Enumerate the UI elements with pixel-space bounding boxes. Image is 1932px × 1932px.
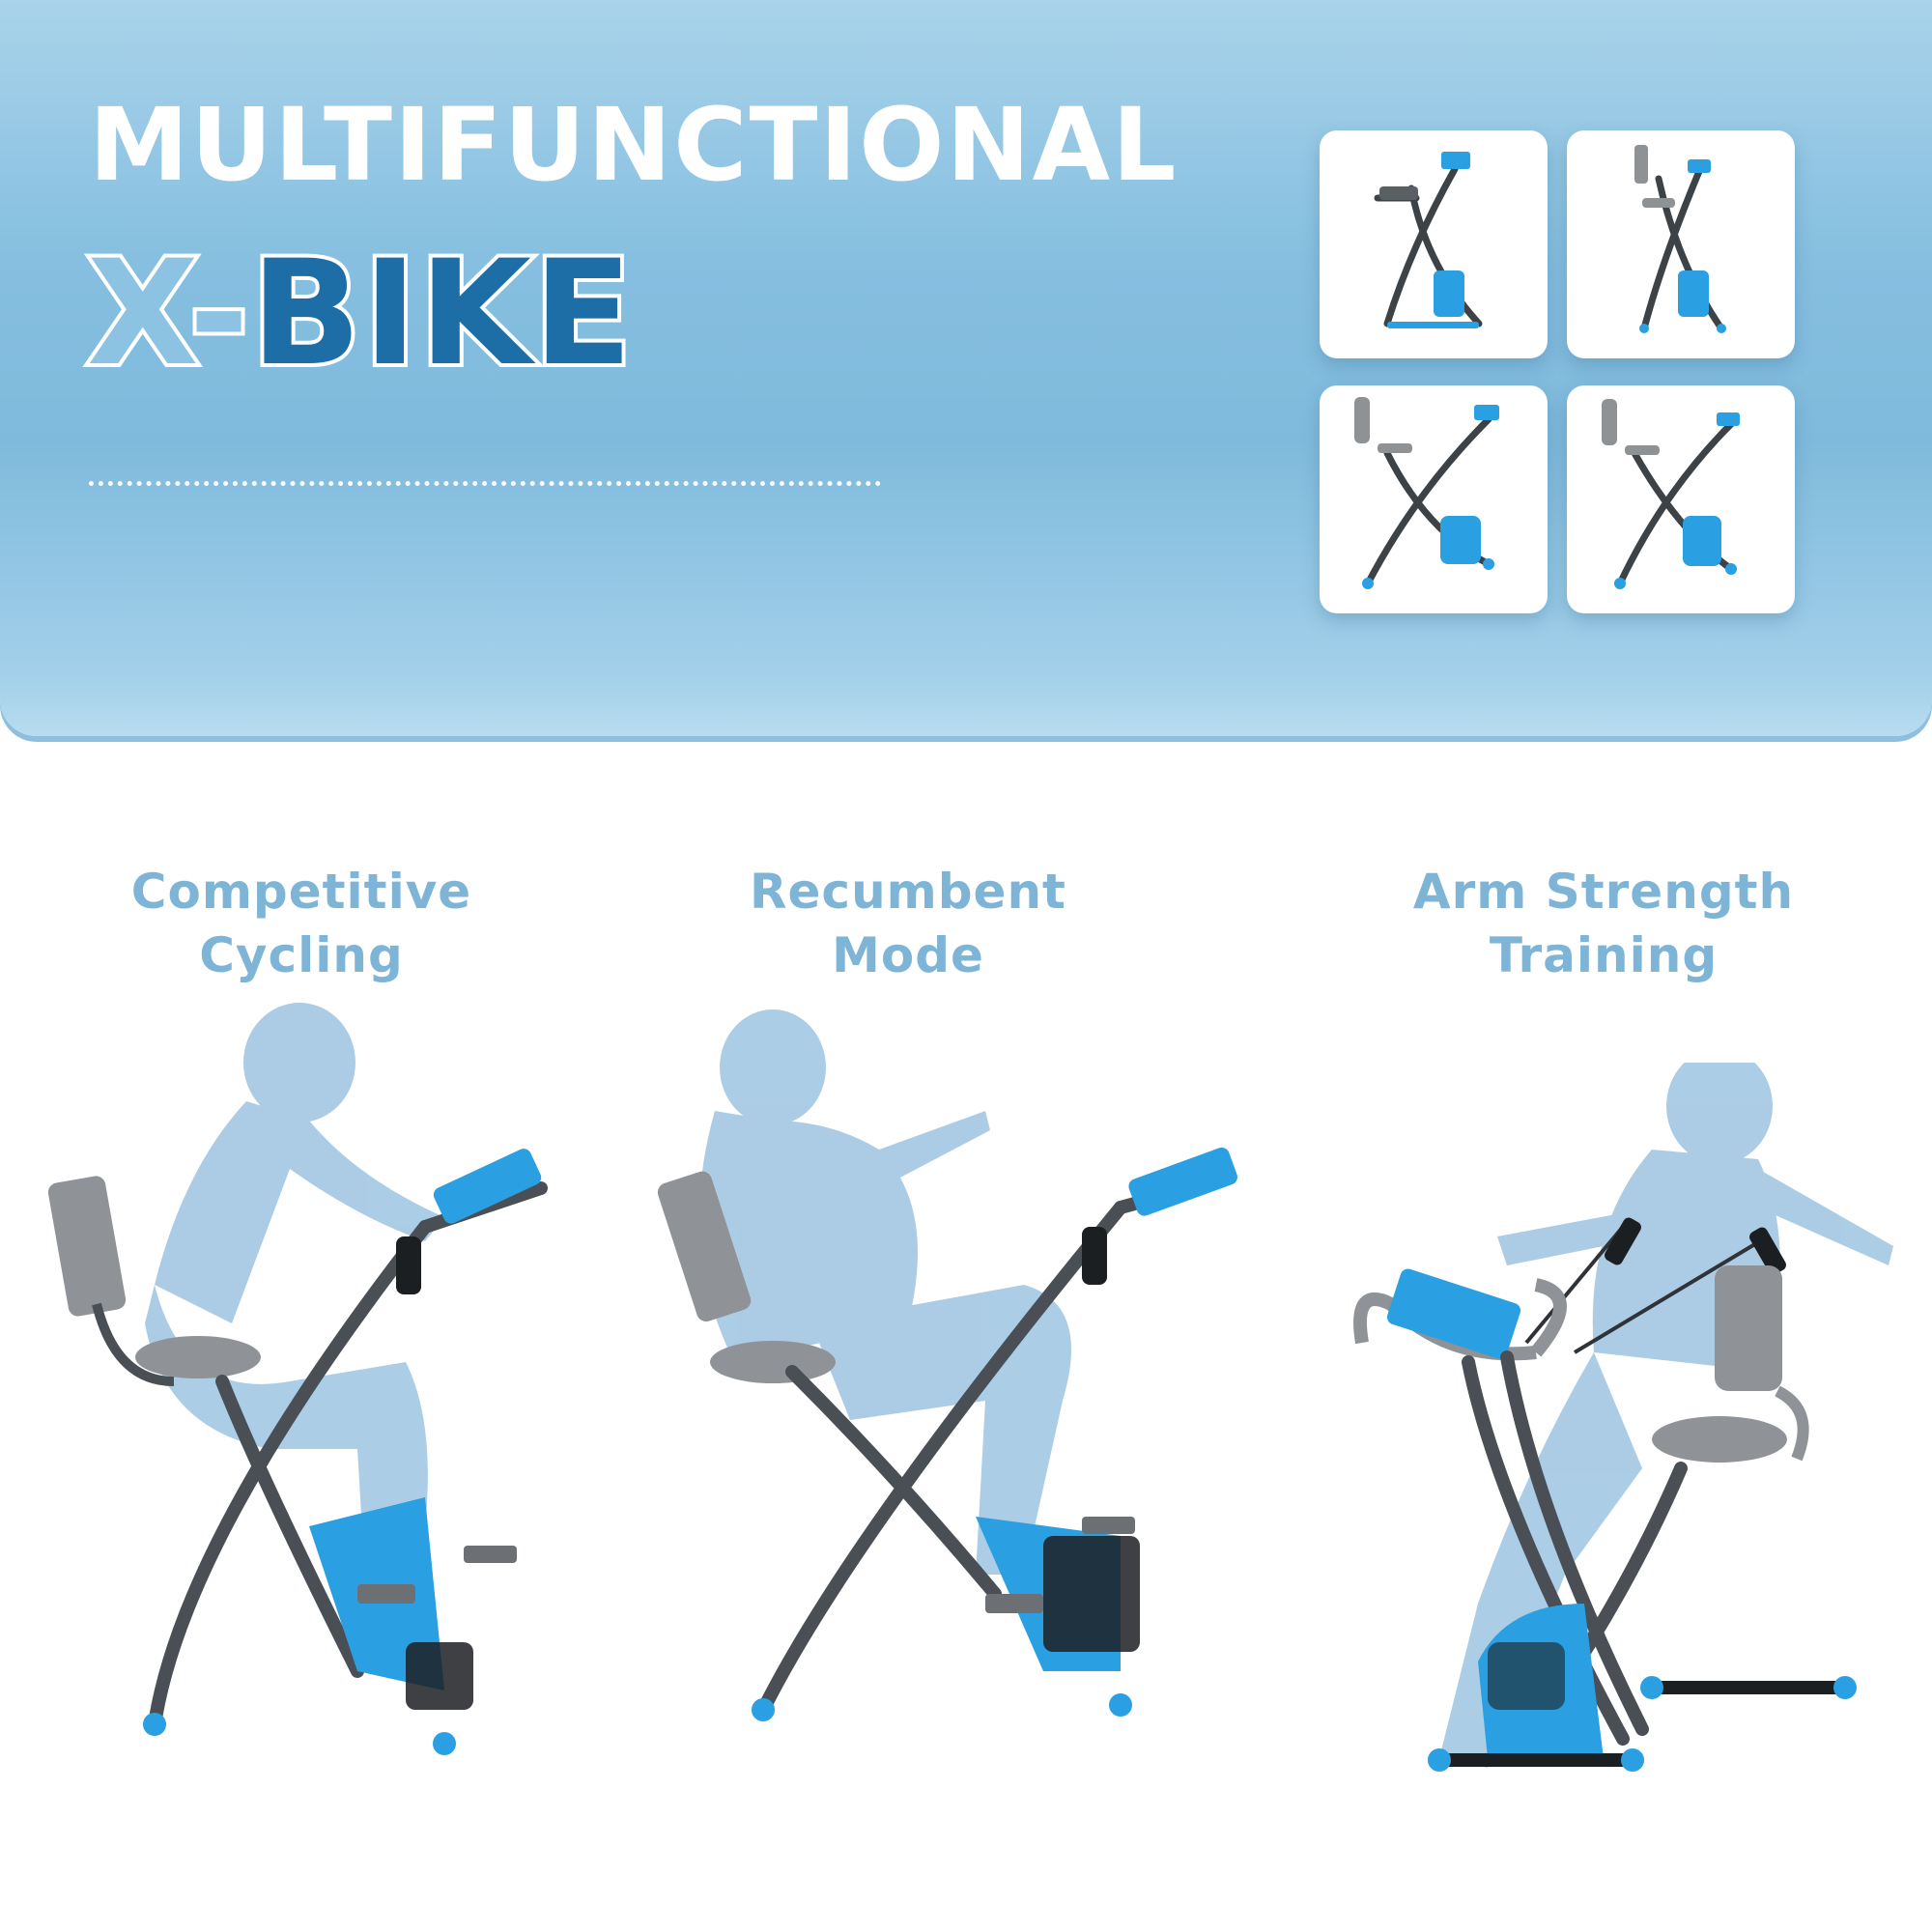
recumbent-mode-illustration (657, 995, 1256, 1768)
title-bike-part: BIKE (247, 230, 637, 398)
reclined-bike-thumbnail (1567, 385, 1795, 613)
title-x-part: X- (83, 230, 253, 398)
upright-bike-thumbnail (1320, 130, 1548, 358)
folded-bike-thumbnail (1567, 130, 1795, 358)
mode-label-arm-strength-training: Arm Strength Training (1412, 864, 1795, 983)
dotted-divider (89, 481, 881, 486)
arm-strength-training-illustration (1333, 1063, 1913, 1835)
title-x-bike: X-BIKE (83, 238, 637, 390)
recumbent-bike-thumbnail (1320, 385, 1548, 613)
competitive-cycling-illustration (39, 995, 580, 1768)
hero-banner: MULTIFUNCTIONAL X-BIKE (0, 0, 1932, 736)
mode-label-competitive-cycling: Competitive Cycling (130, 864, 472, 983)
title-multifunctional: MULTIFUNCTIONAL (89, 86, 1179, 204)
mode-label-recumbent-mode: Recumbent Mode (750, 864, 1066, 983)
